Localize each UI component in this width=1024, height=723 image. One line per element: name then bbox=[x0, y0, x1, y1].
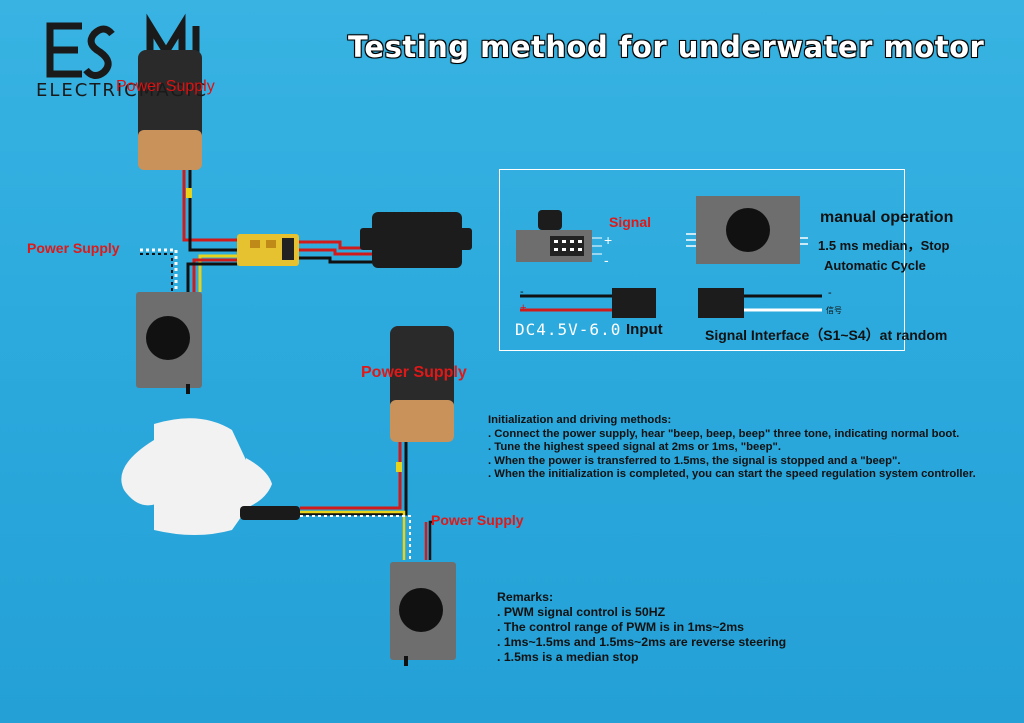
initialization-block: Initialization and driving methods: . Co… bbox=[488, 414, 1008, 482]
legend-tester-large bbox=[686, 196, 808, 264]
logo-overlay-label: Power Supply bbox=[116, 78, 215, 95]
signal-label: Signal bbox=[609, 214, 652, 230]
median-stop-label: 1.5 ms median，Stop bbox=[818, 238, 950, 253]
wire-minus-left: - bbox=[520, 286, 524, 298]
signal-interface-label: Signal Interface（S1~S4）at random bbox=[705, 327, 948, 343]
servo-tester-left bbox=[136, 292, 202, 394]
legend-signal-connector bbox=[698, 288, 822, 318]
manual-operation-label: manual operation bbox=[820, 209, 954, 226]
logo-mark bbox=[46, 13, 200, 79]
wire-signal-right: 信号 bbox=[826, 306, 842, 315]
legend-box bbox=[499, 169, 905, 351]
plus-sign: + bbox=[604, 232, 613, 248]
servo-tester-bottom bbox=[390, 562, 456, 666]
input-label: Input bbox=[626, 321, 663, 338]
wire-minus-right: - bbox=[828, 287, 832, 299]
remarks-item: . 1.5ms is a median stop bbox=[497, 650, 639, 664]
initialization-step: . When the power is transferred to 1.5ms… bbox=[488, 454, 901, 467]
esc-board bbox=[237, 234, 299, 266]
initialization-step: . Connect the power supply, hear "beep, … bbox=[488, 427, 960, 440]
power-supply-label-bottom: Power Supply bbox=[431, 512, 524, 528]
minus-sign: - bbox=[604, 252, 609, 268]
battery-middle bbox=[390, 326, 454, 442]
underwater-thruster bbox=[121, 418, 300, 535]
legend-input-connector bbox=[520, 288, 656, 318]
remarks-block: Remarks: . PWM signal control is 50HZ . … bbox=[497, 590, 817, 665]
dc-voltage-range: DC4.5V-6.0 bbox=[515, 320, 622, 339]
remarks-item: . The control range of PWM is in 1ms~2ms bbox=[497, 620, 745, 634]
remarks-item: . PWM signal control is 50HZ bbox=[497, 605, 666, 619]
power-supply-label-left: Power Supply bbox=[27, 240, 120, 256]
battery-top bbox=[138, 50, 202, 170]
initialization-step: . Tune the highest speed signal at 2ms o… bbox=[488, 441, 781, 453]
page-title: Testing method for underwater motor bbox=[348, 30, 985, 64]
automatic-cycle-label: Automatic Cycle bbox=[824, 258, 926, 273]
power-supply-label-middle: Power Supply bbox=[361, 364, 467, 381]
remarks-heading: Remarks: bbox=[497, 590, 554, 604]
motor-top bbox=[360, 212, 472, 268]
initialization-step: . When the initialization is completed, … bbox=[488, 468, 976, 480]
remarks-item: . 1ms~1.5ms and 1.5ms~2ms are reverse st… bbox=[497, 635, 787, 649]
legend-tester-small bbox=[516, 210, 602, 262]
initialization-heading: Initialization and driving methods: bbox=[488, 414, 672, 426]
logo-wordmark: ELECTRICMAGIC bbox=[36, 80, 209, 101]
wire-plus-left: + bbox=[520, 302, 527, 314]
